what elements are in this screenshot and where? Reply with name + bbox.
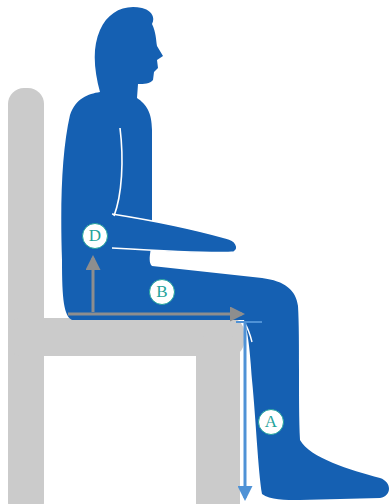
elbow-height-arrow bbox=[92, 258, 95, 312]
chair-front-leg bbox=[196, 336, 240, 504]
chair-backrest bbox=[8, 88, 44, 504]
seat-height-arrow bbox=[244, 322, 247, 498]
arm-outline bbox=[114, 128, 122, 216]
callout-letter: B bbox=[149, 279, 175, 305]
seat-depth-arrow bbox=[68, 313, 242, 316]
callout-letter: A bbox=[258, 409, 284, 435]
popliteal-tick bbox=[236, 321, 262, 323]
person-forearm bbox=[112, 214, 237, 253]
callout-letter: D bbox=[82, 223, 108, 249]
person-body bbox=[61, 7, 389, 500]
